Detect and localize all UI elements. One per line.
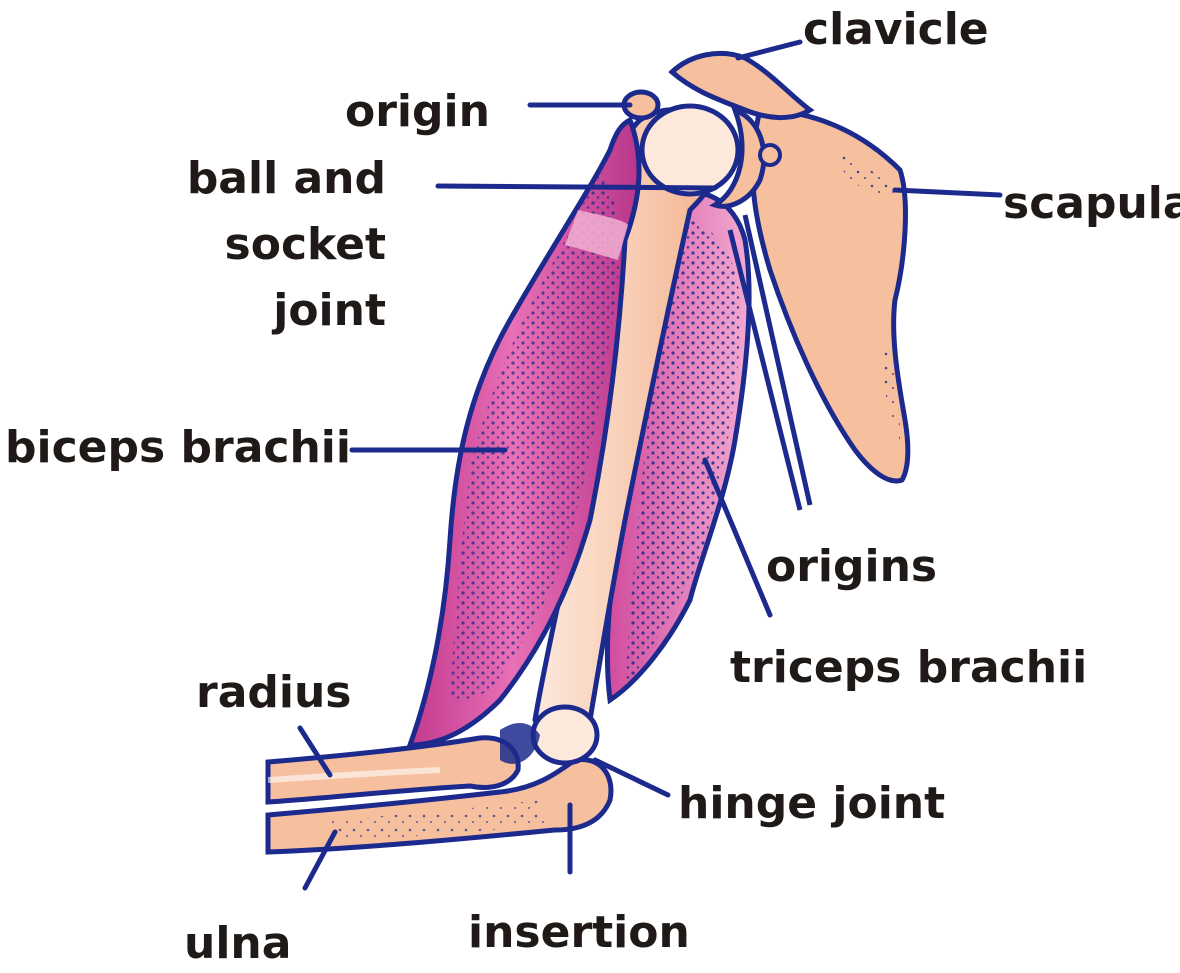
humerus-head: [642, 106, 738, 194]
label-triceps-brachii: triceps brachii: [730, 642, 1087, 694]
elbow-joint: [533, 707, 597, 763]
label-origins: origins: [766, 541, 937, 593]
label-radius: radius: [196, 667, 351, 719]
label-insertion: insertion: [468, 907, 690, 959]
label-clavicle: clavicle: [803, 4, 989, 56]
label-scapula: scapula: [1003, 178, 1180, 230]
label-biceps-brachii: biceps brachii: [5, 422, 351, 474]
label-ball-and-socket-joint: ball and socket joint: [118, 146, 386, 344]
label-origin: origin: [345, 86, 490, 138]
scapula-bone: [753, 110, 908, 481]
label-ulna: ulna: [184, 918, 291, 970]
label-hinge-joint: hinge joint: [678, 778, 945, 830]
